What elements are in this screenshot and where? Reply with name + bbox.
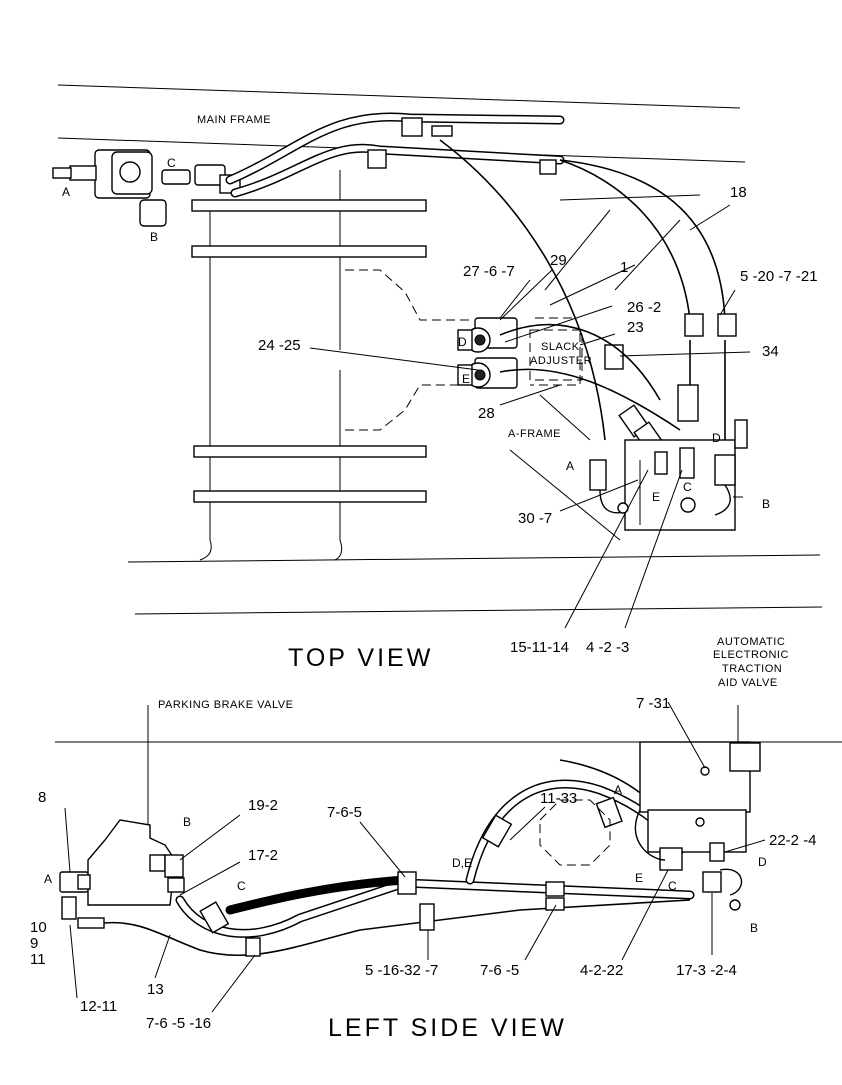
left-side-view: PARKING BRAKE VALVE AUTOMATIC ELECTRONIC…	[30, 636, 842, 1042]
callout-5-20-7-21: 5 -20 -7 -21	[740, 268, 818, 285]
callout-11-33: 11-33	[540, 790, 577, 807]
traction-aid-label-2: ELECTRONIC	[713, 649, 789, 661]
port-b-lower: B	[762, 497, 770, 511]
side-port-e: E	[635, 871, 643, 885]
port-c: C	[167, 156, 176, 170]
a-frame-label: A-FRAME	[508, 428, 561, 440]
top-view-caption: TOP VIEW	[288, 644, 433, 672]
callout-22-2-4: 22-2 -4	[769, 832, 817, 849]
port-e: E	[462, 372, 470, 386]
callout-10: 10	[30, 919, 47, 936]
port-a-lower: A	[566, 459, 574, 473]
callout-27-6-7: 27 -6 -7	[463, 263, 515, 280]
port-c-lower: C	[683, 480, 692, 494]
callout-23: 23	[627, 319, 644, 336]
callout-7-6-5-top: 7-6-5	[327, 804, 362, 821]
callout-12-11: 12-11	[80, 998, 117, 1015]
side-port-c: C	[237, 879, 246, 893]
left-side-view-caption: LEFT SIDE VIEW	[328, 1014, 567, 1042]
callout-24-25: 24 -25	[258, 337, 301, 354]
side-port-c-right: C	[668, 879, 677, 893]
traction-aid-label-3: TRACTION	[722, 663, 782, 675]
callout-19-2: 19-2	[248, 797, 278, 814]
parking-brake-valve-label: PARKING BRAKE VALVE	[158, 699, 293, 711]
port-e-lower: E	[652, 490, 660, 504]
slack-adjuster-label-2: ADJUSTER	[530, 355, 592, 367]
callout-17-3-2-4: 17-3 -2-4	[676, 962, 737, 979]
callout-1: 1	[620, 259, 628, 276]
port-a: A	[62, 185, 70, 199]
callout-9: 9	[30, 935, 38, 952]
callout-5-16-32-7: 5 -16-32 -7	[365, 962, 438, 979]
callout-34: 34	[762, 343, 779, 360]
side-port-b-right: B	[750, 921, 758, 935]
callout-29: 29	[550, 252, 567, 269]
slack-adjuster-label-1: SLACK	[541, 341, 580, 353]
callout-7-6-5-16: 7-6 -5 -16	[146, 1015, 211, 1032]
traction-aid-label-1: AUTOMATIC	[717, 636, 785, 648]
callout-17-2: 17-2	[248, 847, 278, 864]
traction-aid-label-4: AID VALVE	[718, 677, 778, 689]
side-port-d: D	[758, 855, 767, 869]
port-d-lower: D	[712, 431, 721, 445]
side-port-a-right: A	[614, 783, 622, 797]
callout-4-2-3: 4 -2 -3	[586, 639, 629, 656]
callout-13: 13	[147, 981, 164, 998]
callout-28: 28	[478, 405, 495, 422]
main-frame-label: MAIN FRAME	[197, 114, 271, 126]
callout-11: 11	[30, 951, 46, 968]
callout-8: 8	[38, 789, 46, 806]
port-d: D	[458, 335, 467, 349]
callout-18: 18	[730, 184, 747, 201]
side-port-de: D,E	[452, 856, 472, 870]
side-port-b: B	[183, 815, 191, 829]
callout-7-6-5-bottom: 7-6 -5	[480, 962, 519, 979]
side-port-a: A	[44, 872, 52, 886]
callout-15-11-14: 15-11-14	[510, 639, 569, 656]
port-b: B	[150, 230, 158, 244]
callout-4-2-22: 4-2-22	[580, 962, 623, 979]
callout-26-2: 26 -2	[627, 299, 661, 316]
callout-30-7: 30 -7	[518, 510, 552, 527]
callout-7-31: 7 -31	[636, 695, 670, 712]
top-view: SLACK ADJUSTER	[52, 84, 823, 672]
